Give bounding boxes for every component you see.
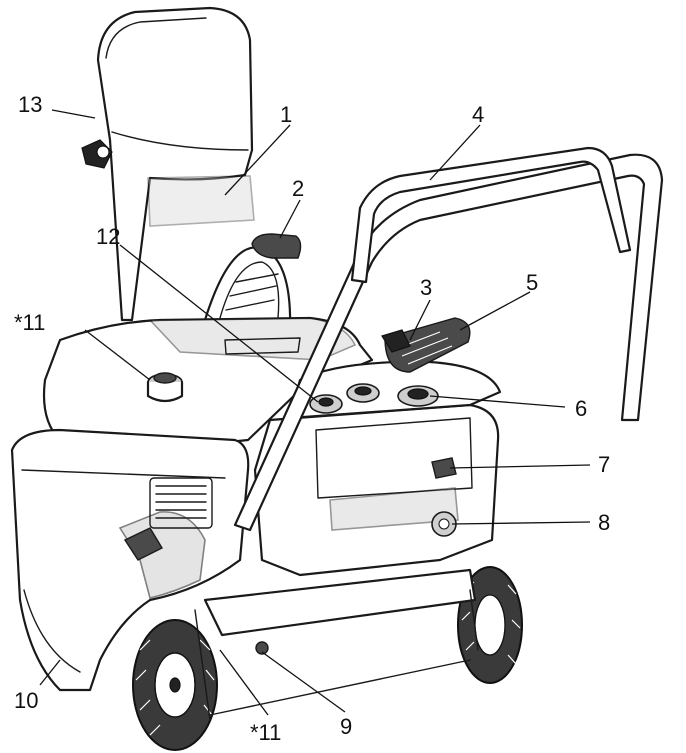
fuel-cap: [146, 372, 184, 403]
callout-7: 7: [598, 452, 610, 477]
drain-plug: [431, 457, 457, 479]
leader-10: [39, 659, 61, 686]
ignition-key: [397, 385, 439, 407]
callout-11b: *11: [250, 720, 281, 745]
callout-8: 8: [598, 510, 610, 535]
callout-10: 10: [14, 688, 38, 713]
leader-11b: [219, 649, 269, 716]
primer-bulb: [309, 394, 343, 414]
leader-3: [409, 299, 431, 341]
callout-11a: *11: [14, 310, 45, 335]
leader-2: [279, 199, 301, 239]
leader-8: [451, 521, 591, 525]
leader-13: [51, 109, 96, 119]
side-body-panel: [10, 428, 250, 692]
choke-knob: [346, 383, 380, 403]
chute-deflector-handle: [81, 139, 113, 169]
recoil-starter-handle: [384, 317, 471, 373]
control-panel-grille: [149, 477, 213, 529]
callout-3: 3: [420, 275, 432, 300]
leader-11a: [84, 329, 151, 381]
leader-12: [119, 244, 319, 403]
callout-1: 1: [280, 102, 292, 127]
electric-start-button: [381, 329, 411, 353]
chute-control-knob: [251, 233, 302, 259]
leader-9: [261, 651, 346, 713]
leader-1: [224, 124, 291, 196]
callout-6: 6: [575, 396, 587, 421]
shear-pin-cover: [431, 511, 457, 537]
leader-4: [429, 124, 481, 181]
auger-frame: [194, 568, 479, 721]
leader-6: [429, 395, 566, 408]
callout-13: 13: [18, 92, 42, 117]
discharge-chute: [96, 6, 255, 322]
callout-2: 2: [292, 176, 304, 201]
leader-7: [449, 464, 591, 469]
callout-12: 12: [96, 224, 120, 249]
engine-housing: [42, 316, 374, 447]
leader-5: [459, 291, 531, 331]
handle-assembly: [233, 146, 664, 532]
leader-lines: [39, 109, 591, 716]
left-wheel: [132, 619, 218, 751]
callout-labels: 1 2 3 4 5 6 7 8 9 10 *11 *11 12 13: [14, 92, 610, 745]
callout-5: 5: [526, 270, 538, 295]
callout-9: 9: [340, 714, 352, 739]
callout-4: 4: [472, 102, 484, 127]
belt-cover-knob: [255, 641, 269, 655]
